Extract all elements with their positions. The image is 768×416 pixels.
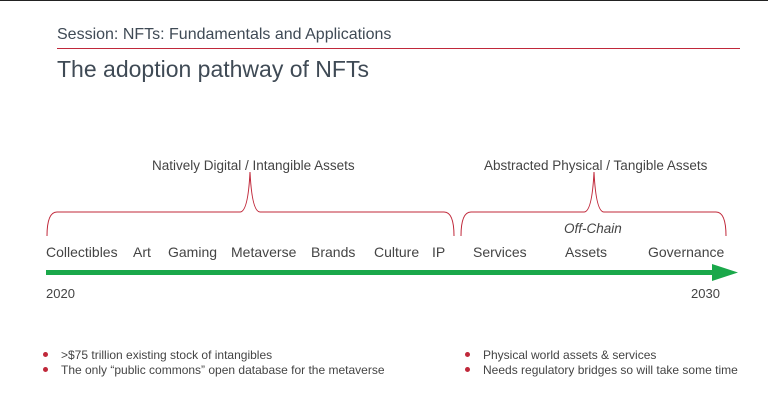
list-item: >$75 trillion existing stock of intangib… [41,348,385,363]
item-culture: Culture [374,244,420,260]
bullet-text: >$75 trillion existing stock of intangib… [61,348,273,362]
item-governance: Governance [648,244,725,260]
bullet-icon [43,352,48,357]
item-brands: Brands [311,244,356,260]
bullet-text: The only “public commons” open database … [61,362,385,377]
list-item: The only “public commons” open database … [41,363,385,378]
item-collectibles: Collectibles [46,244,118,260]
bullet-icon [465,352,470,357]
item-art: Art [133,244,151,260]
top-border [0,0,768,1]
item-ip: IP [432,244,446,260]
bullet-text: Physical world assets & services [483,348,657,362]
header-rule [57,48,740,49]
bullet-icon [43,366,48,372]
left-brace [46,171,455,237]
left-bullet-list: >$75 trillion existing stock of intangib… [41,348,385,377]
session-heading: Session: NFTs: Fundamentals and Applicat… [57,26,392,43]
end-year: 2030 [691,286,720,301]
start-year: 2020 [46,286,75,301]
off-chain-note: Off-Chain [564,221,622,236]
bullet-text: Needs regulatory bridges so will take so… [483,362,738,377]
slide-title: The adoption pathway of NFTs [57,56,369,82]
list-item: Physical world assets & services [463,348,738,363]
right-group-label: Abstracted Physical / Tangible Assets [484,158,708,173]
timeline-arrow [46,264,738,281]
list-item: Needs regulatory bridges so will take so… [463,363,738,378]
right-bullet-list: Physical world assets & services Needs r… [463,348,738,377]
bullet-icon [465,366,470,372]
item-assets: Assets [565,244,608,260]
item-services: Services [473,244,527,260]
item-gaming: Gaming [168,244,218,260]
left-group-label: Natively Digital / Intangible Assets [152,158,355,173]
item-metaverse: Metaverse [231,244,297,260]
